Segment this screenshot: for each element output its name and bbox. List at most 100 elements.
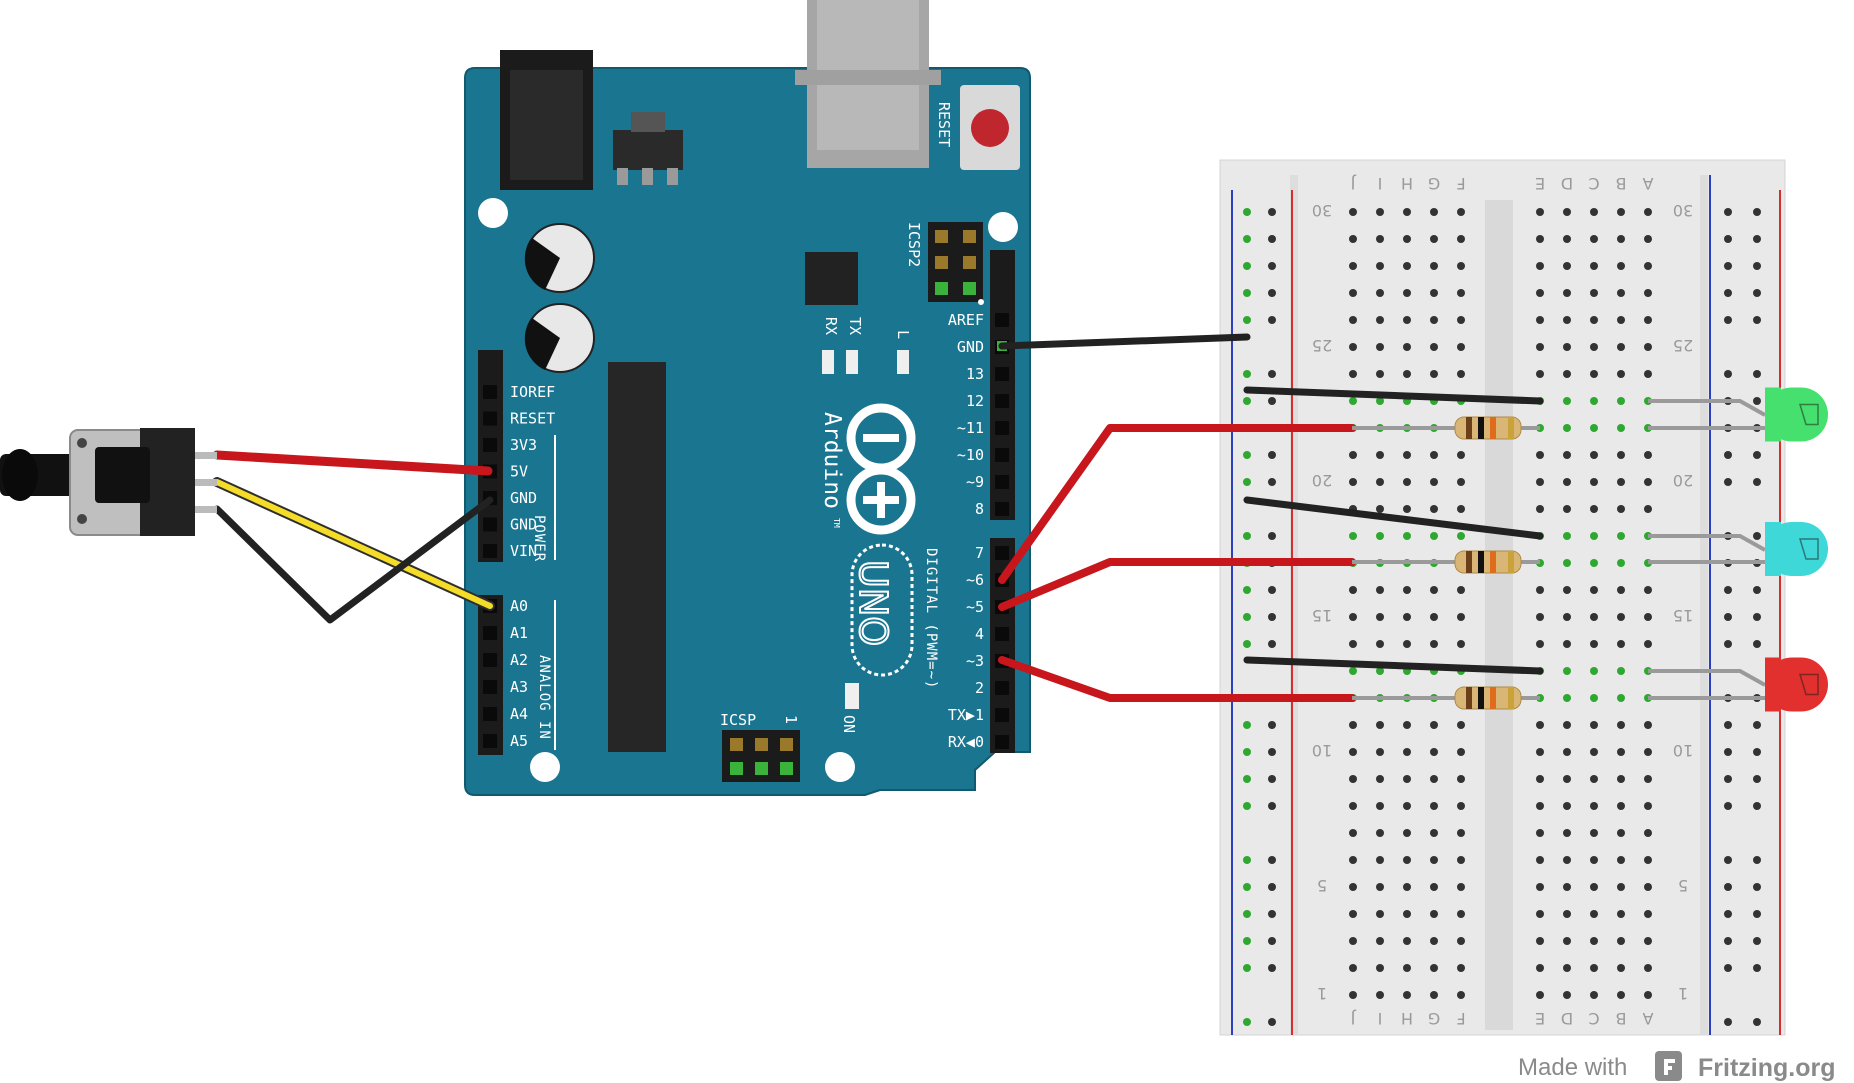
terminal-hole — [1403, 586, 1411, 594]
terminal-hole — [1430, 532, 1438, 540]
terminal-hole — [1536, 316, 1544, 324]
terminal-hole — [1403, 289, 1411, 297]
terminal-hole — [1349, 829, 1357, 837]
terminal-hole — [1457, 505, 1465, 513]
regulator-tab — [631, 112, 665, 132]
terminal-hole — [1349, 748, 1357, 756]
terminal-hole — [1617, 856, 1625, 864]
breadboard-column-label: G — [1428, 174, 1440, 193]
terminal-hole — [1430, 235, 1438, 243]
regulator-leg — [617, 168, 628, 185]
terminal-hole — [1536, 802, 1544, 810]
rail-hole — [1268, 451, 1276, 459]
terminal-hole — [1536, 910, 1544, 918]
rail-hole — [1268, 397, 1276, 405]
l-led — [897, 350, 909, 374]
terminal-hole — [1349, 883, 1357, 891]
terminal-hole — [1430, 370, 1438, 378]
terminal-hole — [1617, 532, 1625, 540]
digital-pin-label: ~3 — [966, 652, 984, 670]
terminal-hole — [1376, 856, 1384, 864]
digital-pin-label: 2 — [975, 679, 984, 697]
terminal-hole — [1457, 883, 1465, 891]
terminal-hole — [1349, 775, 1357, 783]
terminal-hole — [1563, 640, 1571, 648]
rail-hole — [1243, 586, 1251, 594]
wire-gnd-to-rail — [998, 333, 1251, 350]
terminal-hole — [1403, 451, 1411, 459]
terminal-hole — [1349, 235, 1357, 243]
terminal-hole — [1430, 991, 1438, 999]
rail-hole — [1243, 1018, 1251, 1026]
digital-pin-label: RX◀0 — [948, 733, 984, 751]
terminal-hole — [1536, 775, 1544, 783]
terminal-hole — [1457, 964, 1465, 972]
terminal-hole — [1617, 613, 1625, 621]
rail-hole — [1268, 370, 1276, 378]
terminal-hole — [1430, 748, 1438, 756]
terminal-hole — [1644, 613, 1652, 621]
terminal-hole — [1430, 505, 1438, 513]
terminal-hole — [1349, 613, 1357, 621]
arduino-logo — [846, 403, 916, 535]
terminal-hole — [1376, 262, 1384, 270]
terminal-hole — [1617, 829, 1625, 837]
terminal-hole — [1617, 964, 1625, 972]
rail-hole — [1243, 478, 1251, 486]
analog-pin-socket — [483, 734, 497, 748]
wire-pin3 — [998, 656, 1356, 702]
fritzing-brand: Fritzing.org — [1698, 1054, 1835, 1082]
terminal-hole — [1644, 640, 1652, 648]
rail-hole — [1243, 856, 1251, 864]
rail-hole — [1753, 856, 1761, 864]
trademark-label: TM — [832, 518, 841, 528]
terminal-hole — [1349, 343, 1357, 351]
terminal-hole — [1644, 370, 1652, 378]
icsp-pin-1-label: 1 — [782, 715, 800, 724]
rail-hole — [1243, 613, 1251, 621]
rail-hole — [1753, 613, 1761, 621]
terminal-hole — [1349, 289, 1357, 297]
digital-pin-socket — [995, 502, 1009, 516]
terminal-hole — [1376, 586, 1384, 594]
breadboard-column-label: C — [1588, 174, 1599, 193]
terminal-hole — [1536, 748, 1544, 756]
terminal-hole — [1617, 235, 1625, 243]
wire-pin6 — [998, 424, 1356, 584]
terminal-hole — [1536, 883, 1544, 891]
rail-hole — [1753, 532, 1761, 540]
terminal-hole — [1430, 451, 1438, 459]
terminal-hole — [1536, 640, 1544, 648]
rail-hole — [1724, 289, 1732, 297]
led — [1648, 387, 1828, 442]
terminal-hole — [1457, 316, 1465, 324]
wire-pot-gnd — [213, 496, 494, 624]
terminal-hole — [1376, 883, 1384, 891]
fritzing-logo-icon — [1655, 1051, 1682, 1081]
wire-pin5 — [998, 558, 1356, 611]
terminal-hole — [1644, 478, 1652, 486]
rail-hole — [1268, 748, 1276, 756]
mounting-hole — [478, 198, 508, 228]
rail-hole — [1753, 721, 1761, 729]
digital-pin-socket — [995, 735, 1009, 749]
wire-pot-5v — [212, 450, 493, 476]
terminal-hole — [1536, 586, 1544, 594]
terminal-hole — [1403, 991, 1411, 999]
breadboard-column-label: C — [1588, 1009, 1599, 1028]
terminal-hole — [1536, 289, 1544, 297]
terminal-hole — [1563, 856, 1571, 864]
terminal-hole — [1430, 964, 1438, 972]
rail-hole — [1243, 397, 1251, 405]
terminal-hole — [1457, 208, 1465, 216]
terminal-hole — [1644, 451, 1652, 459]
terminal-hole — [1349, 532, 1357, 540]
rail-hole — [1243, 451, 1251, 459]
terminal-hole — [1430, 721, 1438, 729]
icsp-label: ICSP — [720, 711, 756, 729]
usb-connector-tab — [795, 70, 941, 85]
rail-hole — [1268, 856, 1276, 864]
terminal-hole — [1644, 235, 1652, 243]
usb-interface-chip — [805, 252, 858, 305]
